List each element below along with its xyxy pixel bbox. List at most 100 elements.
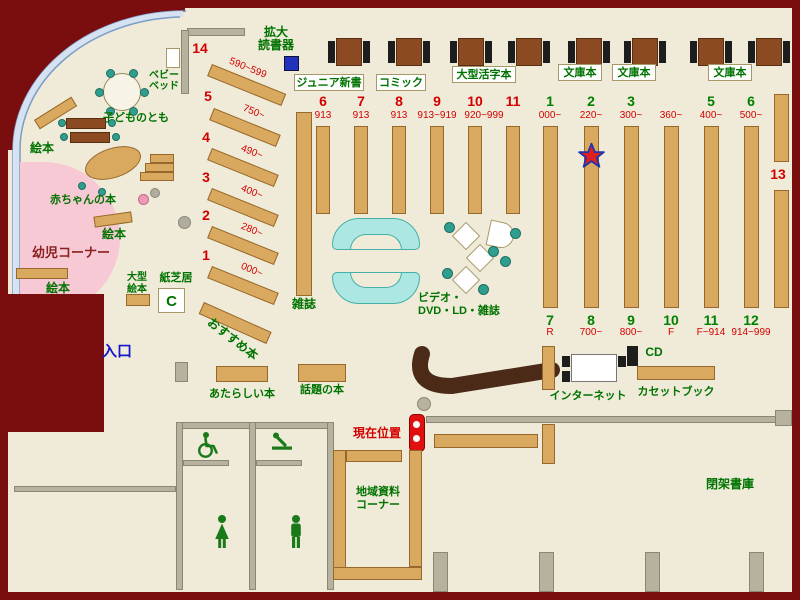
stool (500, 256, 511, 267)
stool (108, 119, 116, 127)
reading-table (756, 38, 782, 66)
class-range: 913 (352, 110, 370, 121)
cassette-label: カセットブック (637, 386, 715, 398)
shelf-label: ジュニア新書 (294, 74, 364, 91)
shelf-number: 8 (395, 93, 403, 109)
chair (363, 41, 370, 63)
stool (140, 88, 149, 97)
bookshelf (316, 126, 330, 214)
class-range: 360~ (659, 110, 683, 121)
chair (508, 41, 515, 63)
stool (478, 284, 489, 295)
chair (562, 371, 570, 382)
shelf-number: 7 (546, 312, 554, 328)
bookshelf (664, 126, 679, 308)
baby-bed-label: ベビー ベッド (149, 70, 179, 92)
stool (129, 69, 138, 78)
magnifier-reader-label: 拡大 読書器 (257, 25, 294, 52)
chair (618, 356, 626, 367)
shelf-number: 4 (202, 129, 210, 145)
cassette-shelf (637, 366, 715, 380)
class-range: R (546, 327, 554, 338)
class-range: 913 (314, 110, 332, 121)
star-marker (578, 142, 605, 168)
reading-table (632, 38, 658, 66)
bookshelf (584, 126, 599, 308)
pillar (175, 362, 188, 382)
bookshelf (774, 190, 789, 308)
reading-table (336, 38, 362, 66)
pillar (775, 410, 792, 426)
browsing-bench-cutout (350, 234, 402, 250)
entrance-exterior-block (8, 294, 104, 432)
class-range: 400~ (699, 110, 723, 121)
kids-table (70, 132, 110, 143)
shelf-number: 8 (587, 312, 595, 328)
local-materials-shelf (346, 450, 402, 462)
magnifier-reader-marker (284, 56, 299, 71)
bookshelf (704, 126, 719, 308)
service-counter (412, 346, 560, 394)
wall (14, 486, 176, 492)
kamishibai-label: 紙芝居 (159, 272, 193, 284)
chair (603, 41, 610, 63)
pillar (539, 552, 554, 592)
stool (510, 228, 521, 239)
wall (249, 422, 256, 590)
border-top (0, 0, 800, 8)
class-range: 920~999 (464, 110, 504, 121)
stool (98, 188, 106, 196)
stool (112, 133, 120, 141)
baby-bed (166, 48, 180, 68)
shelf-number: 2 (587, 93, 595, 109)
wall (176, 422, 183, 590)
bookshelf (542, 346, 555, 390)
local-materials-shelf (333, 567, 422, 580)
chair (450, 41, 457, 63)
shelf-number: 13 (770, 166, 786, 182)
shelf-number: 11 (703, 312, 719, 328)
shelf-number: 9 (627, 312, 635, 328)
bookshelf (434, 434, 538, 448)
shelf-number: 1 (202, 247, 210, 263)
bookshelf (392, 126, 406, 214)
pillar (749, 552, 764, 592)
stool (60, 133, 68, 141)
kamishibai-shelf (126, 294, 150, 306)
shelf-label: 文庫本 (708, 64, 752, 81)
pillar (417, 397, 431, 411)
class-range: 913~919 (417, 110, 457, 121)
picture-book-label: 絵本 (45, 281, 70, 295)
stool (58, 119, 66, 127)
shelf-number: 12 (743, 312, 759, 328)
kids-table (66, 118, 106, 129)
browsing-bench-cutout (350, 272, 402, 288)
shelf-number: 11 (505, 93, 521, 109)
magazine-shelf (296, 112, 312, 296)
shelf-label: 大型活字本 (452, 66, 516, 83)
shelf-number: 14 (192, 40, 208, 56)
chair (543, 41, 550, 63)
bookshelf (624, 126, 639, 308)
reading-table (576, 38, 602, 66)
bookshelf (542, 424, 555, 464)
shelf-number: 9 (433, 93, 441, 109)
wheelchair-icon (197, 432, 218, 459)
shelf-label: 文庫本 (612, 64, 656, 81)
pillar (433, 552, 448, 592)
chair (423, 41, 430, 63)
current-location-dot (413, 435, 420, 442)
chair (659, 41, 666, 63)
video-area-label: ビデオ・ DVD・LD・雑誌 (418, 292, 500, 317)
border-bottom (0, 592, 800, 600)
chair (748, 41, 755, 63)
cd-label: CD (645, 345, 663, 359)
class-range: F (667, 327, 675, 338)
female-restroom-icon (215, 515, 229, 548)
reading-table (516, 38, 542, 66)
stool (95, 88, 104, 97)
shelf-number: 7 (357, 93, 365, 109)
shelf-number: 5 (707, 93, 715, 109)
class-range: 914~999 (731, 327, 771, 338)
